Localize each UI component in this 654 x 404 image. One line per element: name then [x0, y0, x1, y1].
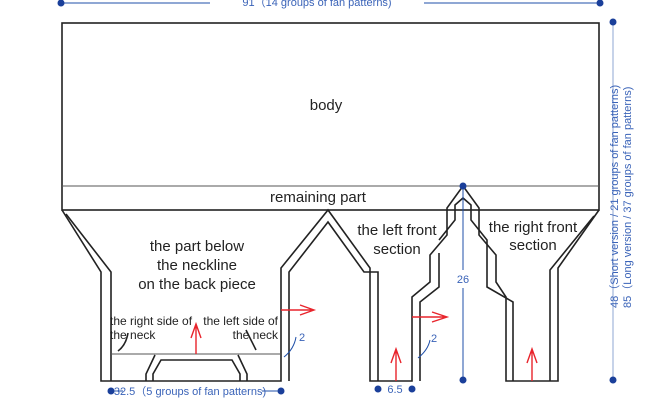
dim-back-width: 32.5（5 groups of fan patterns) — [114, 385, 266, 398]
label-back-3: on the back piece — [138, 276, 256, 293]
label-body: body — [310, 97, 343, 114]
label-left-front-2: section — [373, 241, 421, 258]
label-left-front-1: the left front — [357, 222, 437, 239]
label-right-front-1: the right front — [489, 219, 578, 236]
dim-front-width: 6.5 — [387, 384, 402, 396]
label-back-2: the neckline — [157, 257, 237, 274]
dim-height-long: 85（Long version / 37 groups of fan patte… — [621, 87, 634, 308]
label-left-neck-2: the neck — [233, 328, 279, 342]
back-piece-outline — [61, 184, 600, 382]
dimension-lines — [57, 0, 617, 395]
label-right-neck-1: the right side of — [110, 314, 193, 328]
dim-front-height: 26 — [457, 274, 469, 286]
dim-total-width: 91（14 groups of fan patterns) — [242, 0, 391, 9]
label-back-1: the part below — [150, 238, 244, 255]
label-right-front-2: section — [509, 237, 557, 254]
knit-direction-arrows — [190, 304, 538, 381]
dim-height-short: 48（Short version / 21 groups of fan patt… — [608, 85, 621, 308]
label-remaining-part: remaining part — [270, 189, 367, 206]
dim-back-border: 2 — [299, 332, 305, 344]
label-left-neck-1: the left side of — [203, 314, 278, 328]
dim-front-border: 2 — [431, 333, 437, 345]
body-outline — [61, 22, 600, 211]
label-right-neck-2: the neck — [110, 328, 156, 342]
